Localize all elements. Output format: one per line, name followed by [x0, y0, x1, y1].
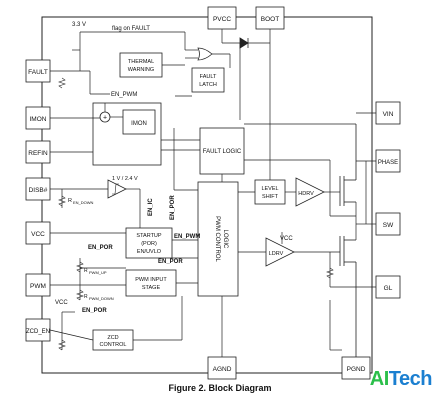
pin-fault: FAULT — [25, 59, 51, 83]
svg-text:STARTUP: STARTUP — [136, 233, 161, 239]
svg-text:+: + — [103, 115, 107, 122]
svg-text:SW: SW — [383, 222, 394, 229]
boot-diode-icon — [239, 37, 249, 49]
svg-text:GL: GL — [384, 285, 393, 292]
svg-text:PWM INPUT: PWM INPUT — [135, 277, 167, 283]
svg-text:1 V / 2.4 V: 1 V / 2.4 V — [112, 176, 138, 182]
svg-text:AGND: AGND — [213, 366, 232, 373]
thermal-warning-block: THERMAL WARNING — [119, 52, 163, 78]
svg-text:STAGE: STAGE — [142, 285, 161, 291]
ldrv-driver: LDRV — [265, 237, 295, 267]
hdrv-driver: HDRV — [295, 177, 325, 207]
level-shift-block: LEVEL SHIFT — [254, 179, 286, 205]
low-side-mosfet-icon — [339, 236, 357, 357]
pin-pgnd: PGND — [341, 356, 371, 380]
svg-text:LOGIC: LOGIC — [222, 230, 228, 249]
pin-pvcc: PVCC — [207, 6, 237, 30]
svg-text:flag on FAULT: flag on FAULT — [112, 26, 150, 32]
svg-text:BOOT: BOOT — [261, 16, 279, 23]
pin-zcd-en: ZCD_EN — [25, 318, 51, 342]
pin-disb: DISB# — [25, 177, 51, 201]
svg-text:LATCH: LATCH — [199, 82, 217, 88]
pin-vin: VIN — [375, 101, 401, 125]
disb-comparator-icon — [107, 179, 127, 199]
svg-text:ZCD: ZCD — [107, 335, 118, 341]
svg-text:R: R — [84, 268, 88, 274]
svg-text:CONTROL: CONTROL — [100, 342, 127, 348]
pin-agnd: AGND — [207, 356, 237, 380]
svg-text:PWM: PWM — [30, 283, 46, 290]
svg-text:FAULT LOGIC: FAULT LOGIC — [203, 149, 242, 155]
brand-logo: AITech — [369, 368, 433, 391]
fault-logic-block: FAULT LOGIC — [199, 127, 245, 175]
svg-text:VCC: VCC — [55, 300, 68, 306]
svg-text:EN_POR: EN_POR — [170, 195, 176, 220]
svg-text:PWM_DOWN: PWM_DOWN — [89, 296, 114, 301]
fault-latch-block: FAULT LATCH — [191, 67, 225, 93]
svg-text:VCC: VCC — [280, 236, 293, 242]
svg-text:EN_POR: EN_POR — [158, 259, 183, 265]
wiring — [49, 29, 376, 357]
imon-block: IMON + — [92, 102, 162, 166]
svg-text:R: R — [68, 198, 72, 204]
pin-phase: PHASE — [375, 149, 401, 173]
svg-text:R: R — [84, 294, 88, 300]
svg-text:SHIFT: SHIFT — [262, 194, 279, 200]
svg-text:EN_PWM: EN_PWM — [174, 234, 200, 240]
svg-text:EN/UVLO: EN/UVLO — [137, 249, 162, 255]
svg-text:VIN: VIN — [383, 111, 394, 118]
svg-text:THERMAL: THERMAL — [128, 59, 154, 65]
svg-text:PWM CONTROL: PWM CONTROL — [214, 216, 220, 262]
svg-text:VCC: VCC — [31, 231, 45, 238]
svg-text:(POR): (POR) — [141, 241, 157, 247]
pwm-control-logic-block: PWM CONTROL LOGIC — [197, 181, 239, 297]
startup-block: STARTUP (POR) EN/UVLO — [125, 227, 173, 259]
pin-sw: SW — [375, 212, 401, 236]
pin-vcc: VCC — [25, 221, 51, 245]
pin-refin: REFIN — [25, 140, 51, 164]
figure-caption: Figure 2. Block Diagram — [168, 383, 272, 393]
svg-text:IMON: IMON — [131, 121, 147, 127]
or-gate-icon — [197, 47, 213, 61]
svg-text:WARNING: WARNING — [128, 67, 154, 73]
zcd-control-block: ZCD CONTROL — [92, 329, 134, 351]
svg-text:PHASE: PHASE — [378, 160, 398, 166]
pwm-input-stage-block: PWM INPUT STAGE — [125, 269, 177, 297]
signal-labels: 3.3 V flag on FAULT EN_PWM 1 V / 2.4 V R… — [55, 22, 293, 314]
svg-text:LDRV: LDRV — [269, 251, 284, 257]
pin-imon: IMON — [25, 106, 51, 130]
svg-text:IMON: IMON — [30, 116, 47, 123]
logo-tech: Tech — [388, 368, 433, 390]
pin-boot: BOOT — [255, 6, 285, 30]
svg-text:REFIN: REFIN — [28, 150, 48, 157]
svg-text:LEVEL: LEVEL — [261, 186, 278, 192]
svg-text:EN_POR: EN_POR — [82, 308, 107, 314]
svg-text:PGND: PGND — [347, 366, 366, 373]
pin-pwm: PWM — [25, 273, 51, 297]
logo-ai: AI — [369, 368, 390, 390]
svg-text:FAULT: FAULT — [200, 74, 217, 80]
svg-text:EN_POR: EN_POR — [88, 245, 113, 251]
svg-text:EN_PWM: EN_PWM — [111, 92, 137, 98]
pin-gl: GL — [375, 275, 401, 299]
svg-text:EN_DOWN: EN_DOWN — [73, 200, 94, 205]
svg-text:PVCC: PVCC — [213, 16, 231, 23]
resistors — [58, 77, 334, 351]
svg-text:DISB#: DISB# — [29, 187, 48, 194]
svg-text:HDRV: HDRV — [298, 191, 314, 197]
svg-text:ZCD_EN: ZCD_EN — [26, 329, 50, 335]
high-side-mosfet-icon — [339, 124, 357, 206]
svg-text:EN_IC: EN_IC — [148, 198, 154, 216]
svg-text:3.3 V: 3.3 V — [72, 22, 86, 28]
svg-text:PWM_UP: PWM_UP — [89, 270, 107, 275]
svg-text:FAULT: FAULT — [28, 69, 48, 76]
